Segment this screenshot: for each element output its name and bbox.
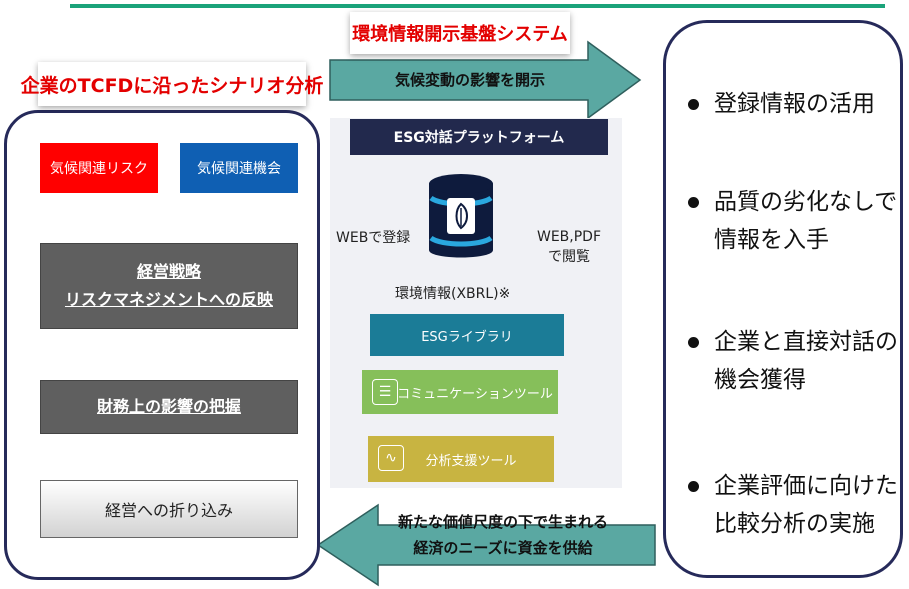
bullet-dot xyxy=(688,481,699,492)
climate-risk-box: 気候関連リスク xyxy=(40,143,158,193)
communication-tool-box: ☰ コミュニケーションツール xyxy=(362,370,558,414)
web-register-label: WEBで登録 xyxy=(336,230,411,246)
funding-arrow-label-line2: 経済のニーズに資金を供給 xyxy=(413,539,593,557)
analysis-tool-box: ∿ 分析支援ツール xyxy=(368,436,554,482)
top-rule xyxy=(70,4,885,8)
climate-risk-label: 気候関連リスク xyxy=(50,161,148,177)
benefit-line1: 企業評価に向けた xyxy=(714,473,898,499)
disclose-arrow-label: 気候変動の影響を開示 xyxy=(394,71,545,89)
xbrl-label: 環境情報(XBRL)※ xyxy=(395,286,511,302)
platform-header-label: ESG対話プラットフォーム xyxy=(393,130,565,146)
management-incorporation-label: 経営への折り込み xyxy=(104,501,233,520)
funding-arrow xyxy=(316,503,656,587)
chat-icon: ☰ xyxy=(372,379,398,405)
disclose-arrow-label-wrap: 気候変動の影響を開示 xyxy=(365,67,575,93)
esg-library-label: ESGライブラリ xyxy=(421,329,513,345)
esg-library-box: ESGライブラリ xyxy=(370,314,564,356)
benefit-line2: 比較分析の実施 xyxy=(714,511,875,537)
scenario-analysis-title-box: 企業のTCFDに沿ったシナリオ分析 xyxy=(21,62,323,106)
web-view-label-line1: WEB,PDF xyxy=(536,229,602,245)
platform-header: ESG対話プラットフォーム xyxy=(350,119,608,155)
scenario-analysis-title: 企業のTCFDに沿ったシナリオ分析 xyxy=(20,74,324,97)
analysis-tool-label: 分析支援ツール xyxy=(425,453,517,469)
benefit-line2: 情報を入手 xyxy=(714,227,829,253)
funding-arrow-label-line1: 新たな価値尺度の下で生まれる xyxy=(397,513,608,531)
chart-icon: ∿ xyxy=(378,445,404,471)
benefit-line2: 機会獲得 xyxy=(714,367,806,393)
climate-opportunity-box: 気候関連機会 xyxy=(180,143,298,193)
system-title-box: 環境情報開示基盤システム xyxy=(350,12,570,54)
benefit-line1: 企業と直接対話の xyxy=(714,329,898,355)
benefit-line1: 登録情報の活用 xyxy=(714,91,875,117)
climate-opportunity-label: 気候関連機会 xyxy=(197,161,281,177)
benefit-text: 登録情報の活用 xyxy=(714,85,902,123)
communication-tool-label: コミュニケーションツール xyxy=(397,386,553,402)
strategy-label-line2: リスクマネジメントへの反映 xyxy=(64,290,273,309)
system-title: 環境情報開示基盤システム xyxy=(352,24,568,45)
disclose-arrow xyxy=(329,40,642,120)
benefits-frame: 登録情報の活用 品質の劣化なしで 情報を入手 企業と直接対話の 機会獲得 企業評… xyxy=(663,20,903,578)
database-icon xyxy=(429,174,493,258)
funding-arrow-label-wrap: 新たな価値尺度の下で生まれる 経済のニーズに資金を供給 xyxy=(378,509,628,561)
web-view-label-line2: で閲覧 xyxy=(548,249,590,265)
benefit-text: 企業と直接対話の 機会獲得 xyxy=(714,323,902,399)
strategy-label-line1: 経営戦略 xyxy=(136,262,201,281)
financial-impact-label: 財務上の影響の把握 xyxy=(96,397,241,416)
web-view-label-wrap: WEB,PDF で閲覧 xyxy=(524,227,614,267)
bullet-dot xyxy=(688,337,699,348)
benefit-line1: 品質の劣化なしで xyxy=(714,189,898,215)
strategy-box: 経営戦略 リスクマネジメントへの反映 xyxy=(40,243,298,329)
management-incorporation-box: 経営への折り込み xyxy=(40,480,298,538)
financial-impact-box: 財務上の影響の把握 xyxy=(40,380,298,434)
benefit-text: 企業評価に向けた 比較分析の実施 xyxy=(714,467,902,543)
benefit-text: 品質の劣化なしで 情報を入手 xyxy=(714,183,902,259)
bullet-dot xyxy=(688,99,699,110)
bullet-dot xyxy=(688,197,699,208)
